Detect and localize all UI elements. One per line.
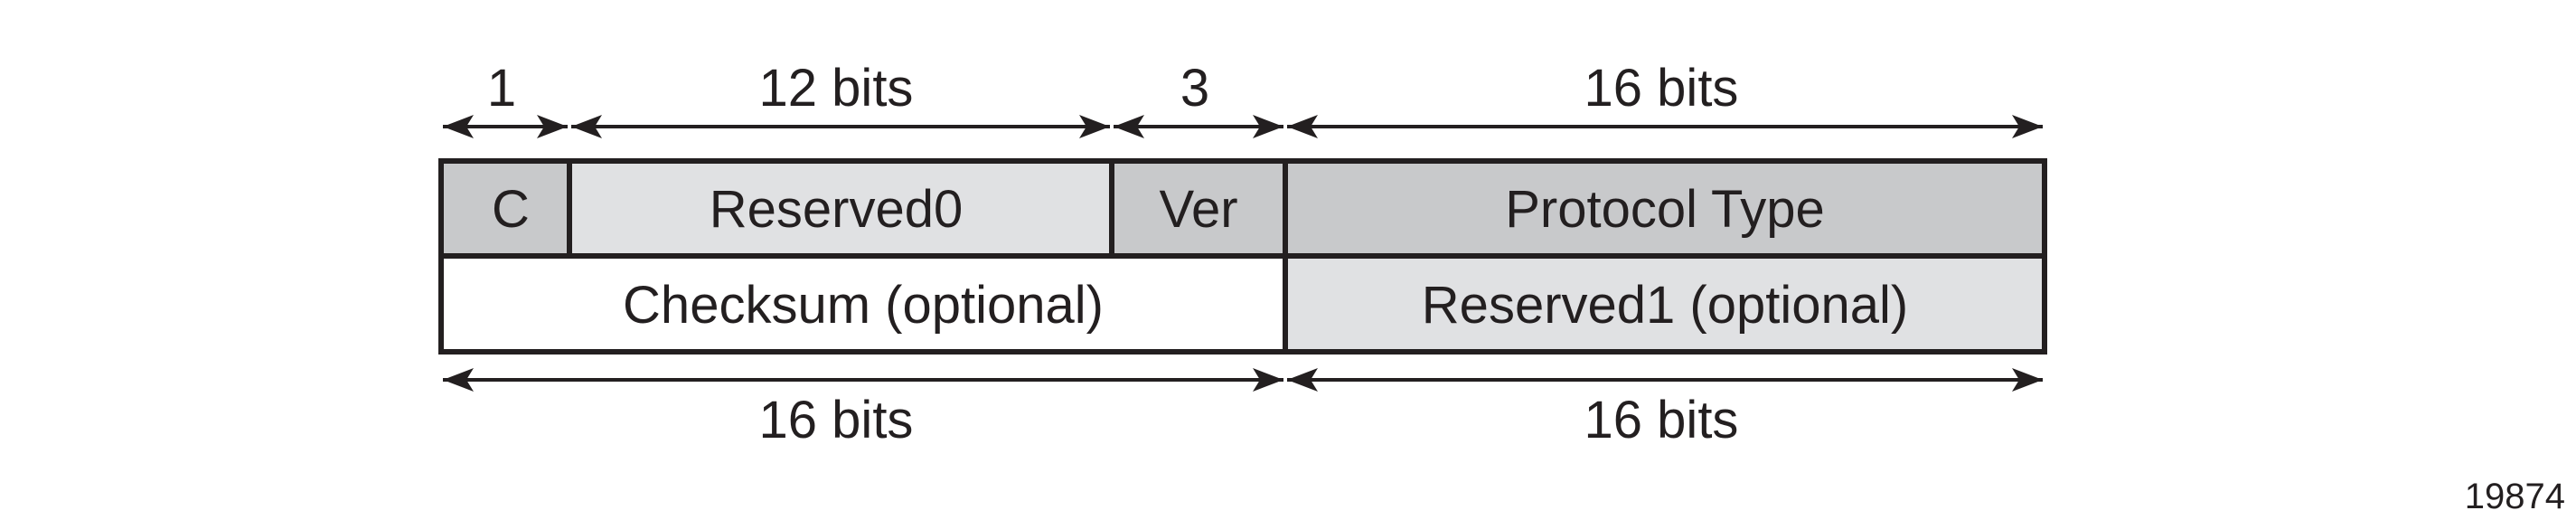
field-c bbox=[438, 158, 572, 259]
row2-fields: Checksum (optional) Reserved1 (optional) bbox=[438, 253, 2047, 355]
row1-fields: C Reserved0 Ver Protocol Type bbox=[438, 158, 2047, 259]
top-dimension-protocol-type: 16 bits bbox=[1287, 59, 2043, 138]
top-dimension-label: 16 bits bbox=[1584, 59, 1739, 118]
field-reserved1-label: Reserved1 (optional) bbox=[1422, 276, 1908, 335]
figure-id: 19874 bbox=[2465, 477, 2565, 516]
field-ver-label: Ver bbox=[1159, 180, 1237, 239]
top-dimension-label: 1 bbox=[487, 59, 516, 118]
top-dimension-label: 12 bits bbox=[759, 59, 914, 118]
field-protocol-type-label: Protocol Type bbox=[1505, 180, 1825, 239]
top-dimension-ver: 3 bbox=[1114, 59, 1283, 138]
field-reserved0-label: Reserved0 bbox=[710, 180, 963, 239]
bottom-dimension-checksum: 16 bits bbox=[443, 368, 1283, 449]
field-c-label: C bbox=[492, 180, 530, 239]
top-dimension-reserved0: 12 bits bbox=[571, 59, 1110, 138]
bottom-dimension-label: 16 bits bbox=[1584, 391, 1739, 449]
field-checksum-label: Checksum (optional) bbox=[623, 276, 1104, 335]
top-dimension-label: 3 bbox=[1180, 59, 1209, 118]
bottom-dimension-label: 16 bits bbox=[759, 391, 914, 449]
field-reserved1 bbox=[1283, 253, 2047, 355]
bottom-dimension-reserved1: 16 bits bbox=[1287, 368, 2043, 449]
top-dimension-c: 1 bbox=[443, 59, 568, 138]
field-ver bbox=[1109, 158, 1288, 259]
